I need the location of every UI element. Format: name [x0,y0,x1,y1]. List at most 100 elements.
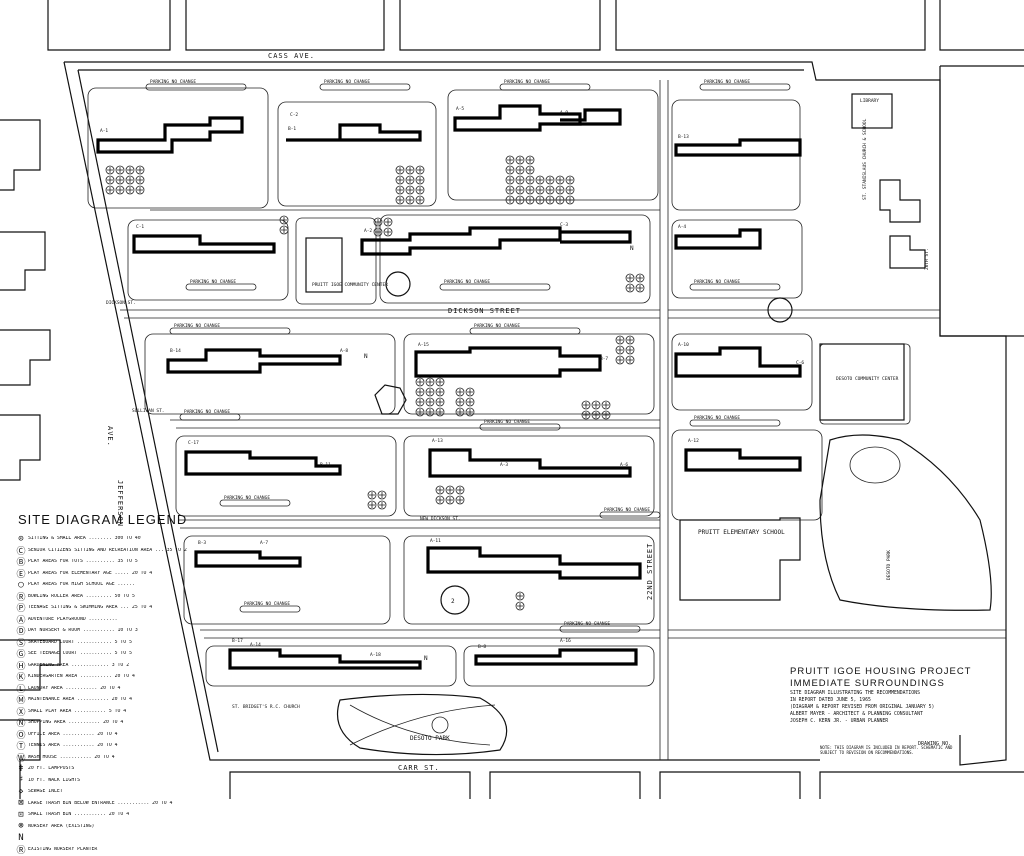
parking-strip [439,283,551,291]
tree-symbol-cross [447,487,453,493]
tree-symbol [415,175,425,185]
jefferson-ave-label: AVE. [106,426,114,447]
legend-text: LARGE TRASH BIN BELOW ENTRANCE .........… [28,800,173,806]
tree-symbol-cross [507,197,513,203]
tree-symbol [581,400,591,410]
tree-symbol-cross [281,217,287,223]
legend-items: ⊙ SITTING & SMALL AREA ........ 300 TO 40… [14,533,204,856]
building-id-label: C-17 [188,440,199,446]
tree-symbol-cross [417,389,423,395]
legend-text: KINDERGARTEN AREA ........... 20 TO 4 [28,674,135,680]
tree-symbol-cross [447,497,453,503]
tree-symbol [525,195,535,205]
tree-symbol-cross [437,399,443,405]
building-id-label: B-14 [170,348,181,354]
legend-item: ⊡SMALL TRASH BIN ........... 20 TO 4 [14,809,204,821]
tree-symbol [415,407,425,417]
tree-symbol-cross [517,603,523,609]
legend-symbol: Ⓝ [16,719,26,730]
church-label: ST. BRIDGET'S R.C. CHURCH [232,704,300,710]
tree-symbol [615,345,625,355]
parking-strip [479,423,561,431]
building-id-label: B-11 [320,462,331,468]
tree-symbol [465,387,475,397]
project-subtitle: IMMEDIATE SURROUNDINGS [790,678,945,689]
tree-symbol-cross [417,409,423,415]
tree-symbol-cross [457,399,463,405]
tree-symbol-cross [617,347,623,353]
legend-symbol: ⊙ [18,533,24,544]
desoto-park-label: DESOTO PARK [410,735,450,742]
tree-symbol-cross [507,187,513,193]
legend-symbol: Ⓡ [16,592,26,603]
tree-symbol-cross [617,337,623,343]
tree-symbol-cross [127,177,133,183]
tree-symbol-cross [417,177,423,183]
legend-symbol: Ⓜ [16,696,26,707]
tree-symbol [425,387,435,397]
tree-symbol [105,165,115,175]
tree-symbol-cross [127,167,133,173]
tree-symbol [415,387,425,397]
tree-symbol-cross [117,177,123,183]
parking-strip [699,83,791,91]
tree-symbol [405,175,415,185]
tree-symbol [505,155,515,165]
tree-symbol-cross [427,389,433,395]
school-label: PRUITT ELEMENTARY SCHOOL [698,529,785,536]
legend-text: TENNIS AREA ........... 20 TO 4 [28,743,118,749]
tree-symbol-cross [137,187,143,193]
building-id-label: C-3 [560,222,568,228]
tree-symbol [545,195,555,205]
tree-symbol [383,227,393,237]
tree-symbol [601,400,611,410]
tree-symbol [515,175,525,185]
site-boundary [63,61,1007,766]
legend-symbol: Ⓧ [16,707,26,718]
tree-symbol [415,165,425,175]
parking-label: PARKING NO CHANGE [224,495,270,501]
tree-symbol [395,175,405,185]
tree-symbol [455,387,465,397]
tree-symbol-cross [517,157,523,163]
legend-text: SMALL TRASH BIN ........... 20 TO 4 [28,812,130,818]
legend-text: SITTING & SMALL AREA ........ 300 TO 40 [28,536,141,542]
tree-symbol [135,165,145,175]
tree-symbol-cross [375,229,381,235]
tree-symbol [615,355,625,365]
title-line-3: SITE DIAGRAM ILLUSTRATING THE RECOMMENDA… [790,691,920,696]
tree-symbol-cross [127,187,133,193]
building-id-label: A-4 [678,224,686,230]
tree-symbol [535,195,545,205]
tree-symbol [635,273,645,283]
building-id-label: A-3 [500,462,508,468]
tree-symbol [425,377,435,387]
legend-symbol: ◯ [18,579,24,590]
tree-symbol-cross [107,177,113,183]
tree-symbol [545,175,555,185]
tree-symbol [555,185,565,195]
legend-symbol: Ⓡ [16,845,26,856]
tree-symbol-cross [467,389,473,395]
building-id-label: C-6 [796,360,804,366]
legend-item: ♯10 FT. WALK LIGHTS [14,775,204,787]
building-id-label: A-1 [100,128,108,134]
legend-text: SKATEBOARD COURT ............ 5 TO 5 [28,639,132,645]
legend-symbol: Ⓟ [16,604,26,615]
tree-symbol-cross [379,502,385,508]
tree-symbol [395,185,405,195]
north-marker-2: N [630,245,634,252]
tree-symbol-cross [527,177,533,183]
parking-label: PARKING NO CHANGE [324,79,370,85]
parking-label: PARKING NO CHANGE [504,79,550,85]
tree-symbol [405,195,415,205]
parking-label: PARKING NO CHANGE [564,621,610,627]
legend-symbol: Ⓞ [16,730,26,741]
tree-symbol [415,185,425,195]
building-id-label: B-3 [198,540,206,546]
tree-symbol [455,397,465,407]
tree-symbol [525,175,535,185]
